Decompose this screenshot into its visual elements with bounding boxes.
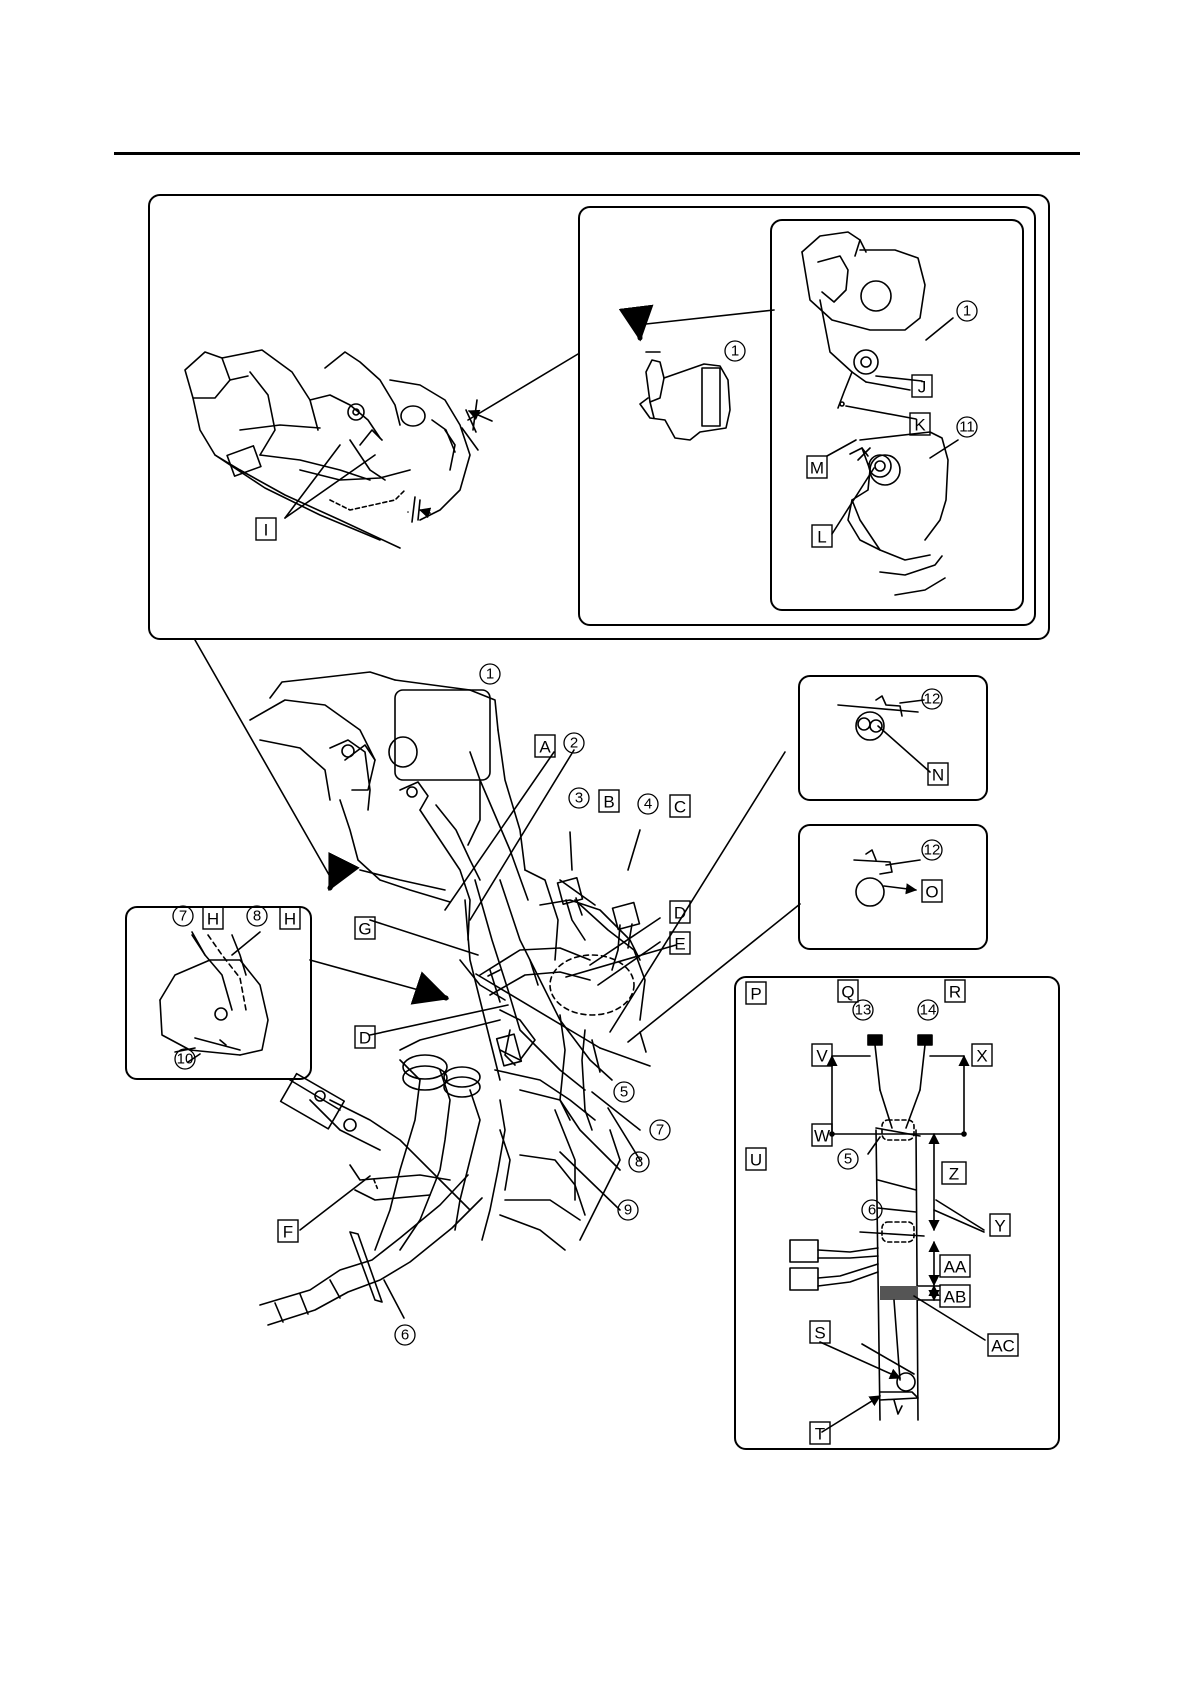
label-a: A	[539, 738, 551, 757]
part-1-small: 1	[731, 343, 739, 360]
label-h-right: H	[284, 910, 296, 929]
part-13: 13	[855, 1002, 872, 1019]
part-8-main: 8	[635, 1154, 643, 1171]
label-y: Y	[994, 1217, 1005, 1236]
label-e: E	[674, 935, 685, 954]
label-v: V	[816, 1047, 828, 1066]
label-w: W	[814, 1127, 830, 1146]
label-aa: AA	[944, 1258, 967, 1277]
part-5-main: 5	[620, 1084, 628, 1101]
label-k: K	[914, 416, 926, 435]
label-g: G	[358, 920, 371, 939]
label-d-upper: D	[674, 904, 686, 923]
label-l: L	[817, 528, 826, 547]
part-3: 3	[575, 790, 583, 807]
part-1-closeup: 1	[963, 303, 971, 320]
part-2: 2	[570, 735, 578, 752]
label-b: B	[603, 793, 614, 812]
part-10: 10	[177, 1051, 194, 1068]
label-ac: AC	[991, 1337, 1015, 1356]
part-1-main: 1	[486, 666, 494, 683]
label-f: F	[283, 1223, 293, 1242]
label-j: J	[918, 378, 927, 397]
part-9: 9	[624, 1202, 632, 1219]
part-7-main: 7	[656, 1122, 664, 1139]
part-6-layout: 6	[868, 1202, 876, 1219]
label-i: I	[264, 521, 269, 540]
label-c: C	[674, 798, 686, 817]
label-s: S	[814, 1324, 825, 1343]
label-t: T	[815, 1425, 825, 1444]
part-14: 14	[920, 1002, 937, 1019]
label-r: R	[949, 983, 961, 1002]
part-5-layout: 5	[844, 1151, 852, 1168]
label-q: Q	[841, 983, 854, 1002]
label-p: P	[750, 985, 761, 1004]
part-8-detail: 8	[253, 908, 261, 925]
label-o: O	[925, 883, 938, 902]
label-x: X	[976, 1047, 987, 1066]
label-n: N	[932, 766, 944, 785]
part-7-detail: 7	[179, 908, 187, 925]
part-12-o: 12	[924, 842, 941, 859]
label-d-lower: D	[359, 1029, 371, 1048]
part-6-main: 6	[401, 1327, 409, 1344]
label-h-left: H	[207, 910, 219, 929]
part-4: 4	[644, 796, 652, 813]
label-u: U	[750, 1151, 762, 1170]
label-z: Z	[949, 1165, 959, 1184]
part-11: 11	[959, 419, 975, 436]
label-m: M	[810, 459, 824, 478]
part-12-n: 12	[924, 691, 941, 708]
label-ab: AB	[944, 1288, 967, 1307]
